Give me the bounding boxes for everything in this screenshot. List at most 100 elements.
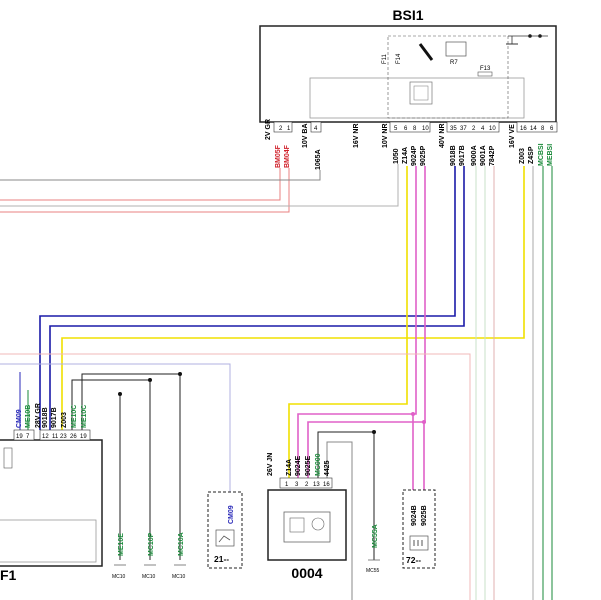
svg-text:MC55A: MC55A <box>372 524 379 548</box>
svg-text:16V NR: 16V NR <box>353 123 360 148</box>
bsi-connector-40v-nr: 40V NR 35 37 2 4 10 9018B 9017B 9000A 90… <box>439 121 500 166</box>
bsm-title: F1 <box>0 567 17 583</box>
svg-text:2V GR: 2V GR <box>265 119 272 140</box>
wire-label-1065a: 1065A <box>315 149 322 170</box>
svg-text:37: 37 <box>460 126 467 132</box>
bsi-relay-coil-icon <box>445 41 467 57</box>
bsm-connector-28v-gr: 28V GR 12 11 23 26 19 9018B 9017B Z003 M… <box>35 403 91 441</box>
svg-text:7: 7 <box>26 434 30 440</box>
junction-dots <box>118 372 426 434</box>
svg-text:8: 8 <box>413 126 417 132</box>
svg-text:2: 2 <box>472 126 476 132</box>
bsi-internal-region <box>387 35 509 119</box>
svg-text:28V GR: 28V GR <box>35 403 42 428</box>
svg-text:16V VE: 16V VE <box>509 124 516 148</box>
svg-text:72--: 72-- <box>406 555 421 565</box>
svg-text:11: 11 <box>52 434 59 440</box>
wire-label-mebsi: MEBSI <box>547 144 554 166</box>
svg-text:19: 19 <box>80 434 87 440</box>
bsi-connector-2v-gr: 2V GR 2 1 BM05F BM04F <box>265 119 293 168</box>
bsm-connector-left: 19 7 CM09 ME10B <box>13 405 35 441</box>
svg-text:2: 2 <box>279 126 283 132</box>
wire-label-9017b-bsm: 9017B <box>51 407 58 428</box>
svg-text:CM09: CM09 <box>228 505 235 524</box>
svg-text:MC10A: MC10A <box>178 532 185 556</box>
svg-text:40V NR: 40V NR <box>439 123 446 148</box>
svg-text:26: 26 <box>70 434 77 440</box>
wire-label-7842p: 7842P <box>489 145 496 166</box>
wire-label-bm05f: BM05F <box>275 144 282 168</box>
svg-text:3: 3 <box>295 482 299 488</box>
svg-text:19: 19 <box>16 434 23 440</box>
wire-label-9024p: 9024P <box>411 145 418 166</box>
bsi-relay-label: R7 <box>450 60 458 66</box>
wire-label-9001a: 9001A <box>480 145 487 166</box>
svg-text:MC55: MC55 <box>366 568 380 574</box>
bsi-fuse-f13-label: F13 <box>480 66 491 72</box>
bsi-title: BSI1 <box>392 7 423 23</box>
svg-text:10V BA: 10V BA <box>302 123 309 148</box>
wire-label-me10c-a: ME10C <box>71 405 78 428</box>
wire-label-mcbsi: MCBSI <box>538 143 545 166</box>
wire-label-me10b: ME10B <box>25 405 32 428</box>
svg-text:6: 6 <box>550 126 554 132</box>
sensor-icon <box>215 529 235 547</box>
svg-text:6: 6 <box>404 126 408 132</box>
svg-text:MC10: MC10 <box>112 574 126 580</box>
svg-text:21--: 21-- <box>214 554 229 564</box>
wire-label-9000a: 9000A <box>471 145 478 166</box>
wire-label-9017b: 9017B <box>459 145 466 166</box>
wire-label-mc000: MC000 <box>315 453 322 476</box>
ground-mc10a: MC10A MC10 <box>172 532 186 580</box>
speaker-icon <box>409 535 429 551</box>
wire-label-4425: 4425 <box>324 460 331 476</box>
svg-text:1: 1 <box>285 482 289 488</box>
svg-text:9025B: 9025B <box>421 505 428 526</box>
bsi-chip-icon <box>409 81 433 105</box>
wire-label-1050: 1050 <box>393 148 400 164</box>
svg-text:16: 16 <box>323 482 330 488</box>
svg-text:0004: 0004 <box>291 565 322 581</box>
svg-text:10: 10 <box>489 126 496 132</box>
bsi-connector-10v-nr: 10V NR 5 6 8 10 1050 Z14A 9024P 9025P <box>382 121 431 166</box>
svg-text:MC10: MC10 <box>142 574 156 580</box>
svg-text:2: 2 <box>305 482 309 488</box>
svg-text:8: 8 <box>541 126 545 132</box>
bsi-fuse-f11-label: F11 <box>382 53 388 64</box>
svg-text:4: 4 <box>314 126 318 132</box>
wire-label-me10c-b: ME10C <box>81 405 88 428</box>
wire-label-cm09: CM09 <box>16 409 23 428</box>
component-21: CM09 21-- <box>207 491 243 569</box>
svg-text:16: 16 <box>520 126 527 132</box>
wire-paths <box>0 164 553 600</box>
svg-text:14: 14 <box>530 126 537 132</box>
component-72: 9024B 9025B 72-- <box>402 489 436 569</box>
bsm-unit-box <box>0 439 103 567</box>
bsi-unit-box <box>259 25 557 123</box>
ground-mc10p: MC10P MC10 <box>142 532 156 580</box>
wire-label-9018b: 9018B <box>450 145 457 166</box>
wire-label-bm04f: BM04F <box>284 144 291 168</box>
bsi-fuse-f14-label: F14 <box>396 53 402 64</box>
svg-text:10V NR: 10V NR <box>382 123 389 148</box>
wire-label-9018b-bsm: 9018B <box>42 407 49 428</box>
svg-text:MC10: MC10 <box>172 574 186 580</box>
wire-label-9025p: 9025P <box>420 145 427 166</box>
svg-text:4: 4 <box>481 126 485 132</box>
svg-text:12: 12 <box>42 434 49 440</box>
bsi-connector-16v-nr: 16V NR <box>353 123 360 148</box>
bsi-connector-10v-ba: 10V BA 4 1065A <box>302 121 322 170</box>
wire-label-z14a-0004: Z14A <box>286 459 293 476</box>
svg-text:1: 1 <box>287 126 291 132</box>
bsi-relay-switch-icon <box>418 43 434 61</box>
bsi-connector-16v-ve: 16V VE 16 14 8 6 Z003 Z4SP MCBSI MEBSI <box>509 121 558 166</box>
wire-label-9025e: 9025E <box>305 455 312 476</box>
ground-mc55: MC55A MC55 <box>366 524 380 574</box>
svg-text:13: 13 <box>313 482 320 488</box>
wire-label-z4sp: Z4SP <box>528 146 535 164</box>
wire-label-z14a: Z14A <box>402 147 409 164</box>
wire-label-z003-bsm: Z003 <box>61 412 68 428</box>
display-icon <box>283 511 331 543</box>
svg-text:26V JN: 26V JN <box>267 453 274 476</box>
